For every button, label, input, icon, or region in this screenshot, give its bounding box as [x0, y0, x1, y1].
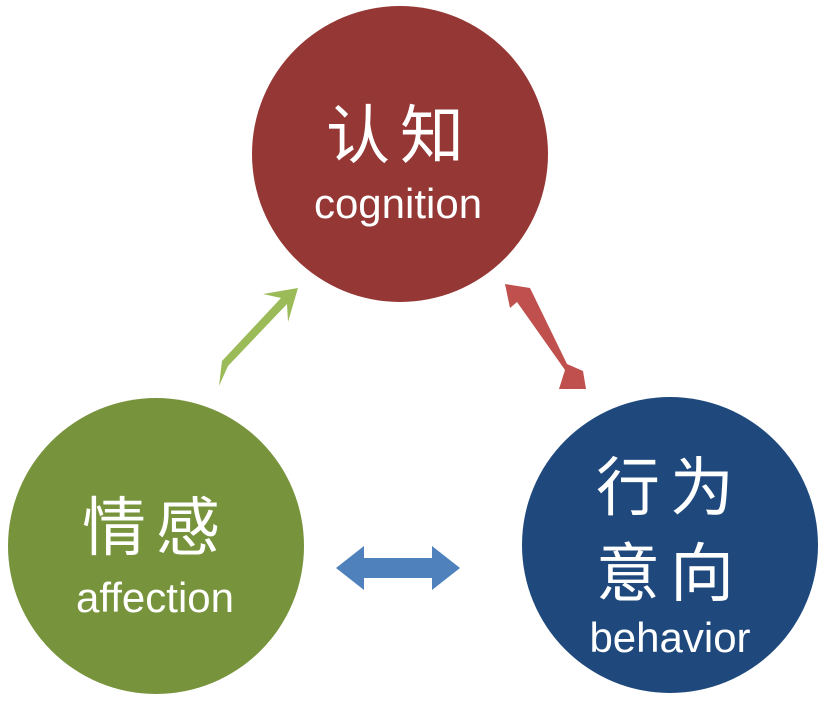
cognition-circle — [252, 6, 548, 302]
node-cognition: 认知 cognition — [252, 6, 548, 302]
behavior-circle — [522, 397, 818, 693]
behavior-label-zh-line2: 意向 — [596, 538, 744, 612]
behavior-label-zh-line1: 行为 — [596, 452, 744, 526]
behavior-label-en: behavior — [589, 614, 750, 661]
arrow-cognition-behavior — [505, 284, 586, 389]
affection-circle — [8, 398, 304, 694]
cognition-label-en: cognition — [314, 180, 482, 227]
node-behavior: 行为 意向 behavior — [522, 397, 818, 693]
affection-label-en: affection — [76, 574, 234, 621]
arrow-cognition-affection — [219, 288, 298, 386]
cognition-label-zh: 认知 — [326, 100, 474, 174]
node-affection: 情感 affection — [8, 398, 304, 694]
affection-label-zh: 情感 — [82, 492, 230, 566]
arrow-affection-behavior — [336, 546, 460, 590]
